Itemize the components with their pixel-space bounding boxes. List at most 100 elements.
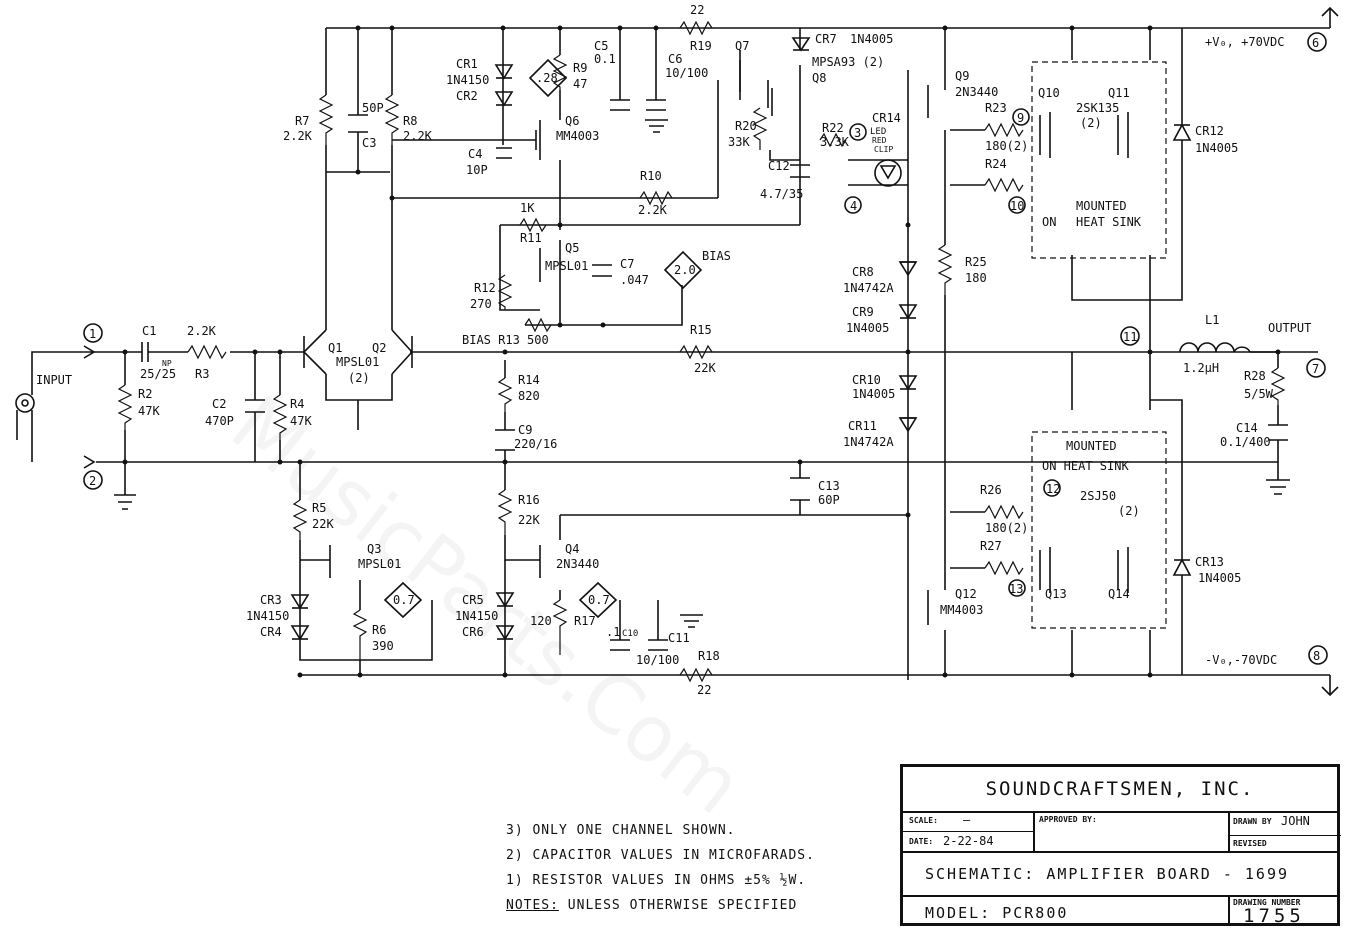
node-1: 1 <box>89 327 96 341</box>
r3-value: 2.2K <box>187 324 217 338</box>
company-name: SOUNDCRAFTSMEN, INC. <box>903 767 1337 813</box>
drawn-value: JOHN <box>1281 814 1310 828</box>
cr2-label: CR2 <box>456 89 478 103</box>
node-7: 7 <box>1312 362 1319 376</box>
r27-label: R27 <box>980 539 1002 553</box>
c11-value: 10/100 <box>636 653 679 667</box>
cr12-type: 1N4005 <box>1195 141 1238 155</box>
revised-label: REVISED <box>1233 839 1267 848</box>
r26-label: R26 <box>980 483 1002 497</box>
r2-label: R2 <box>138 387 152 401</box>
l1-value: 1.2μH <box>1183 361 1219 375</box>
scale-label: SCALE: <box>909 816 938 825</box>
r5-label: R5 <box>312 501 326 515</box>
q2-label: Q2 <box>372 341 386 355</box>
q9-label: Q9 <box>955 69 969 83</box>
approved-label: APPROVED BY: <box>1039 815 1097 824</box>
cr11-type: 1N4742A <box>843 435 894 449</box>
node-12: 12 <box>1046 482 1060 496</box>
r9-label: R9 <box>573 61 587 75</box>
c13-label: C13 <box>818 479 840 493</box>
r25-value: 180 <box>965 271 987 285</box>
cr14-clip: CLIP <box>874 145 893 154</box>
date-label: DATE: <box>909 837 934 846</box>
r8-value: 2.2K <box>403 129 433 143</box>
cr10-type: 1N4005 <box>852 387 895 401</box>
r4-value: 47K <box>290 414 312 428</box>
cr5-label: CR5 <box>462 593 484 607</box>
notes-heading-row: NOTES: UNLESS OTHERWISE SPECIFIED <box>506 893 815 918</box>
r13-label: BIAS R13 500 <box>462 333 549 347</box>
r16-label: R16 <box>518 493 540 507</box>
node-9: 9 <box>1017 111 1024 125</box>
node-8: 8 <box>1313 649 1320 663</box>
cr13-label: CR13 <box>1195 555 1224 569</box>
r20-label: R20 <box>735 119 757 133</box>
node-10: 10 <box>1010 199 1024 213</box>
c14-label: C14 <box>1236 421 1258 435</box>
mount2-line2: ON HEAT SINK <box>1042 459 1129 473</box>
r16-value: 22K <box>518 513 540 527</box>
c14-value: 0.1/400 <box>1220 435 1271 449</box>
rail-positive-label: +V₀, +70VDC <box>1205 35 1284 49</box>
node-6: 6 <box>1312 36 1319 50</box>
q14-label: Q14 <box>1108 587 1130 601</box>
c2-label: C2 <box>212 397 226 411</box>
q78-type: MPSA93 (2) <box>812 55 884 69</box>
r28-label: R28 <box>1244 369 1266 383</box>
r7-value: 2.2K <box>283 129 313 143</box>
c13-value: 60P <box>818 493 840 507</box>
l1-label: L1 <box>1205 313 1219 327</box>
c1-value: 25/25 <box>140 367 176 381</box>
r25-label: R25 <box>965 255 987 269</box>
cr4-label: CR4 <box>260 625 282 639</box>
vbias-4: 0.7 <box>588 593 610 607</box>
r8-label: R8 <box>403 114 417 128</box>
r7-label: R7 <box>295 114 309 128</box>
r17-value: 120 <box>530 614 552 628</box>
r14-label: R14 <box>518 373 540 387</box>
r18-value: 22 <box>697 683 711 697</box>
r4-label: R4 <box>290 397 304 411</box>
cr11-label: CR11 <box>848 419 877 433</box>
c3-label: C3 <box>362 136 376 150</box>
cr7-type: 1N4005 <box>850 32 893 46</box>
c4-value: 10P <box>466 163 488 177</box>
c9-value: 220/16 <box>514 437 557 451</box>
c9-label: C9 <box>518 423 532 437</box>
drawing-number: 1755 <box>1243 905 1305 927</box>
drawn-label: DRAWN BY <box>1233 817 1272 826</box>
r2-value: 47K <box>138 404 160 418</box>
cr7-label: CR7 <box>815 32 837 46</box>
title-block: SOUNDCRAFTSMEN, INC. SCALE: — DATE: 2-22… <box>900 764 1341 927</box>
r6-label: R6 <box>372 623 386 637</box>
schematic-diagram: +V₀, +70VDC 6 -V₀,-70VDC 8 INPUT 1 2 OUT… <box>15 3 1339 697</box>
vbias-2: 2.0 <box>674 263 696 277</box>
bias-label: BIAS <box>702 249 731 263</box>
scale-value: — <box>963 813 971 827</box>
q1314-type: 2SJ50 <box>1080 489 1116 503</box>
cr1-type: 1N4150 <box>446 73 489 87</box>
r12-value: 270 <box>470 297 492 311</box>
r24-label: R24 <box>985 157 1007 171</box>
node-13: 13 <box>1009 582 1023 596</box>
node-11: 11 <box>1123 330 1137 344</box>
q8-label: Q8 <box>812 71 826 85</box>
q1011-type: 2SK135 <box>1076 101 1119 115</box>
component-labels: +V₀, +70VDC 6 -V₀,-70VDC 8 INPUT 1 2 OUT… <box>36 3 1320 697</box>
r11-label: R11 <box>520 231 542 245</box>
vbias-3: 0.7 <box>393 593 415 607</box>
r3-label: R3 <box>195 367 209 381</box>
q12-type: MM4003 <box>940 603 983 617</box>
mount1-line1: MOUNTED <box>1076 199 1127 213</box>
cr14-red: RED <box>872 136 887 145</box>
r17-label: R17 <box>574 614 596 628</box>
note-2: 2) CAPACITOR VALUES IN MICROFARADS. <box>506 848 815 863</box>
cr12-label: CR12 <box>1195 124 1224 138</box>
cr6-label: CR6 <box>462 625 484 639</box>
r22-value: 3.3K <box>820 135 850 149</box>
c10-label: C10 <box>622 629 638 639</box>
r23-label: R23 <box>985 101 1007 115</box>
model-name: MODEL: PCR800 <box>925 904 1069 922</box>
cr8-type: 1N4742A <box>843 281 894 295</box>
